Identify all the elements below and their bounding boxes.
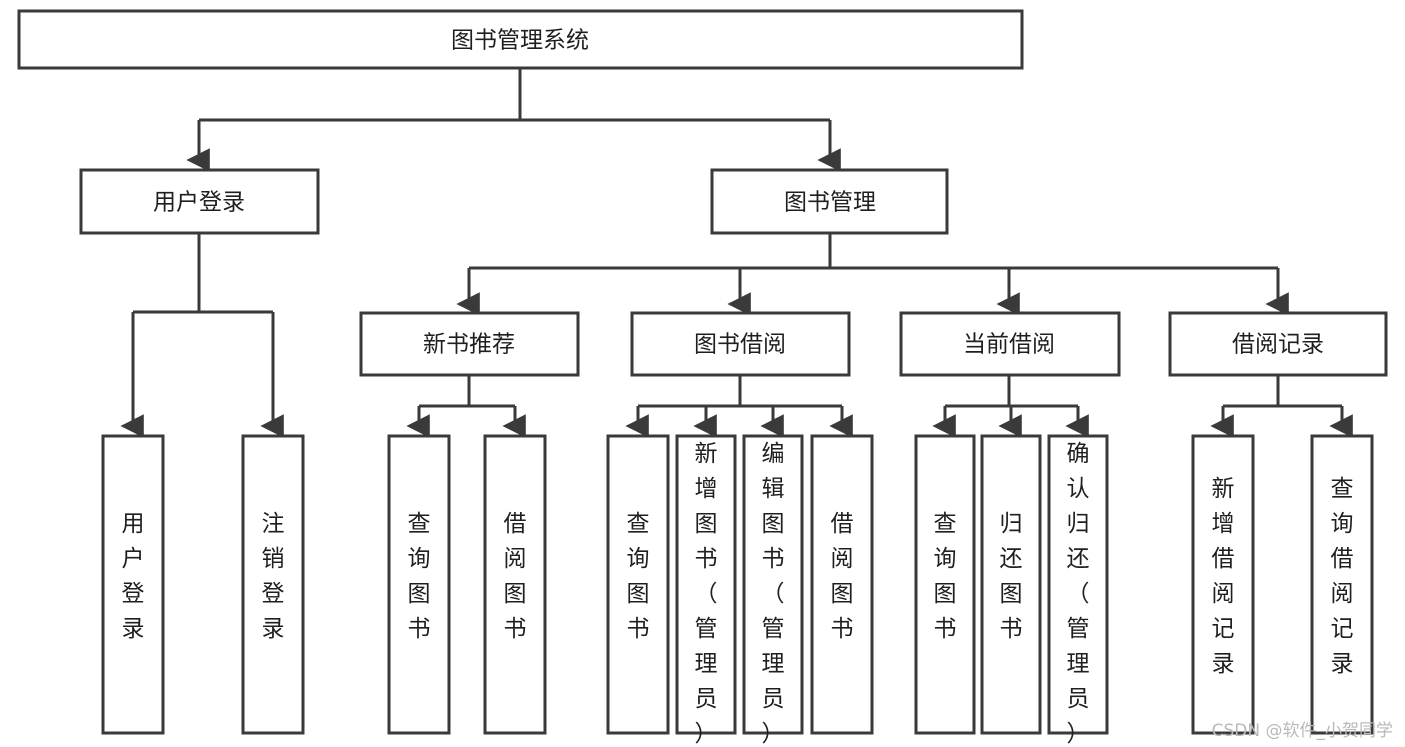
leaf-borrow-book-1-label: 借阅图书 xyxy=(504,511,527,642)
leaf-return-book-label: 归还图书 xyxy=(1000,511,1023,642)
node-book-manage[interactable]: 图书管理 xyxy=(710,168,949,235)
node-current-borrow-box xyxy=(899,311,1121,377)
leaf-query-book-1-label: 查询图书 xyxy=(408,511,431,642)
node-new-book-recommend[interactable]: 新书推荐 xyxy=(359,311,580,377)
leaf-query-record-box xyxy=(1310,434,1374,735)
leaf-user-login-box xyxy=(101,434,165,735)
leaf-add-record-box xyxy=(1191,434,1255,735)
leaf-return-book[interactable]: 归还图书 xyxy=(980,434,1042,735)
node-user-login-box xyxy=(79,168,320,235)
leaf-query-book-3[interactable]: 查询图书 xyxy=(914,434,976,735)
node-book-manage-box xyxy=(710,168,949,235)
node-book-borrow-box xyxy=(630,311,851,377)
node-root-system-label: 图书管理系统 xyxy=(451,28,589,54)
connector-layer xyxy=(120,68,1353,438)
node-book-borrow-label: 图书借阅 xyxy=(694,332,786,358)
leaf-logout-login-label: 注销登录 xyxy=(262,511,285,642)
leaf-query-book-2[interactable]: 查询图书 xyxy=(606,434,670,735)
node-borrow-record[interactable]: 借阅记录 xyxy=(1168,311,1388,377)
node-borrow-record-box xyxy=(1168,311,1388,377)
node-user-login-label: 用户登录 xyxy=(153,190,245,216)
node-book-borrow[interactable]: 图书借阅 xyxy=(630,311,851,377)
leaf-add-book-box xyxy=(675,434,737,735)
leaf-borrow-book-2-label: 借阅图书 xyxy=(831,511,854,642)
leaf-return-book-box xyxy=(980,434,1042,735)
node-root-system[interactable]: 图书管理系统 xyxy=(17,9,1024,70)
leaf-add-book[interactable]: 新增图书（管理员） xyxy=(675,434,737,747)
leaf-borrow-book-1[interactable]: 借阅图书 xyxy=(483,434,547,735)
leaf-logout-login[interactable]: 注销登录 xyxy=(241,434,305,735)
leaf-borrow-book-2[interactable]: 借阅图书 xyxy=(810,434,874,735)
leaf-query-record-label: 查询借阅记录 xyxy=(1331,476,1354,677)
leaf-logout-login-box xyxy=(241,434,305,735)
leaf-query-book-3-label: 查询图书 xyxy=(934,511,957,642)
leaf-confirm-return[interactable]: 确认归还（管理员） xyxy=(1047,434,1109,747)
node-borrow-record-label: 借阅记录 xyxy=(1232,332,1324,358)
leaf-confirm-return-box xyxy=(1047,434,1109,735)
node-user-login[interactable]: 用户登录 xyxy=(79,168,320,235)
leaf-query-book-1[interactable]: 查询图书 xyxy=(387,434,451,735)
leaf-borrow-book-1-box xyxy=(483,434,547,735)
node-new-book-recommend-box xyxy=(359,311,580,377)
leaf-user-login[interactable]: 用户登录 xyxy=(101,434,165,735)
leaf-query-record[interactable]: 查询借阅记录 xyxy=(1310,434,1374,735)
leaf-borrow-book-2-box xyxy=(810,434,874,735)
leaf-edit-book[interactable]: 编辑图书（管理员） xyxy=(742,434,804,747)
node-current-borrow[interactable]: 当前借阅 xyxy=(899,311,1121,377)
leaf-query-book-2-label: 查询图书 xyxy=(627,511,650,642)
leaf-add-book-label: 新增图书（管理员） xyxy=(695,441,718,747)
leaf-add-record[interactable]: 新增借阅记录 xyxy=(1191,434,1255,735)
leaf-edit-book-label: 编辑图书（管理员） xyxy=(762,441,785,747)
leaf-query-book-2-box xyxy=(606,434,670,735)
csdn-watermark: CSDN @软件_小贺同学 xyxy=(1211,721,1393,741)
leaf-add-record-label: 新增借阅记录 xyxy=(1212,476,1235,677)
node-new-book-recommend-label: 新书推荐 xyxy=(423,332,515,358)
leaf-confirm-return-label: 确认归还（管理员） xyxy=(1067,441,1090,747)
leaf-edit-book-box xyxy=(742,434,804,735)
node-book-manage-label: 图书管理 xyxy=(784,190,876,216)
node-root-system-box xyxy=(17,9,1024,70)
leaf-query-book-3-box xyxy=(914,434,976,735)
node-current-borrow-label: 当前借阅 xyxy=(963,332,1055,358)
leaf-query-book-1-box xyxy=(387,434,451,735)
leaf-user-login-label: 用户登录 xyxy=(122,511,145,642)
